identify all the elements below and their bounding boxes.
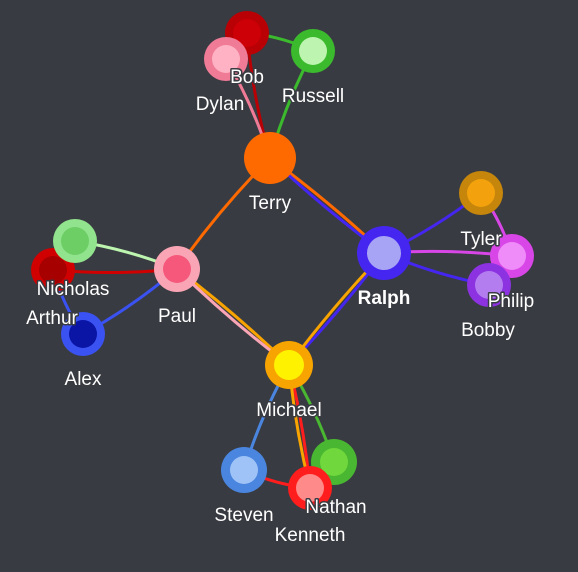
node-label-kenneth: Kenneth [275, 525, 346, 546]
node-label-alex: Alex [65, 369, 102, 390]
node-core-nicholas [39, 256, 67, 284]
node-tyler[interactable] [459, 171, 503, 215]
node-core-arthur [61, 227, 89, 255]
node-label-arthur: Arthur [26, 308, 78, 329]
node-core-ralph [367, 236, 401, 270]
node-core-dylan [212, 45, 240, 73]
node-label-nicholas: Nicholas [37, 279, 110, 300]
node-bobby[interactable] [467, 263, 511, 307]
node-core-bobby [475, 271, 503, 299]
node-core-michael [274, 350, 304, 380]
node-terry[interactable] [244, 132, 296, 184]
node-label-steven: Steven [214, 505, 273, 526]
node-label-nathan: Nathan [305, 497, 366, 518]
node-label-michael: Michael [256, 400, 321, 421]
node-core-tyler [467, 179, 495, 207]
node-core-bob [233, 19, 261, 47]
node-label-bob: Bob [230, 67, 264, 88]
node-dylan[interactable] [204, 37, 248, 81]
node-core-alex [69, 320, 97, 348]
node-paul[interactable] [154, 246, 200, 292]
node-steven[interactable] [221, 447, 267, 493]
node-core-kenneth [296, 474, 324, 502]
node-label-paul: Paul [158, 306, 196, 327]
node-russell[interactable] [291, 29, 335, 73]
node-ralph[interactable] [357, 226, 411, 280]
node-alex[interactable] [61, 312, 105, 356]
node-core-russell [299, 37, 327, 65]
node-label-dylan: Dylan [196, 94, 245, 115]
node-michael[interactable] [265, 341, 313, 389]
node-label-philip: Philip [488, 291, 534, 312]
node-arthur[interactable] [53, 219, 97, 263]
node-label-russell: Russell [282, 86, 344, 107]
node-core-nathan [320, 448, 348, 476]
node-core-steven [230, 456, 258, 484]
node-label-bobby: Bobby [461, 320, 515, 341]
node-label-ralph: Ralph [358, 288, 411, 309]
node-label-terry: Terry [249, 193, 292, 214]
node-kenneth[interactable] [288, 466, 332, 510]
node-label-tyler: Tyler [460, 229, 502, 250]
node-core-terry [254, 142, 286, 174]
nodes-layer [31, 11, 534, 510]
node-core-paul [163, 255, 191, 283]
node-core-philip [498, 242, 526, 270]
